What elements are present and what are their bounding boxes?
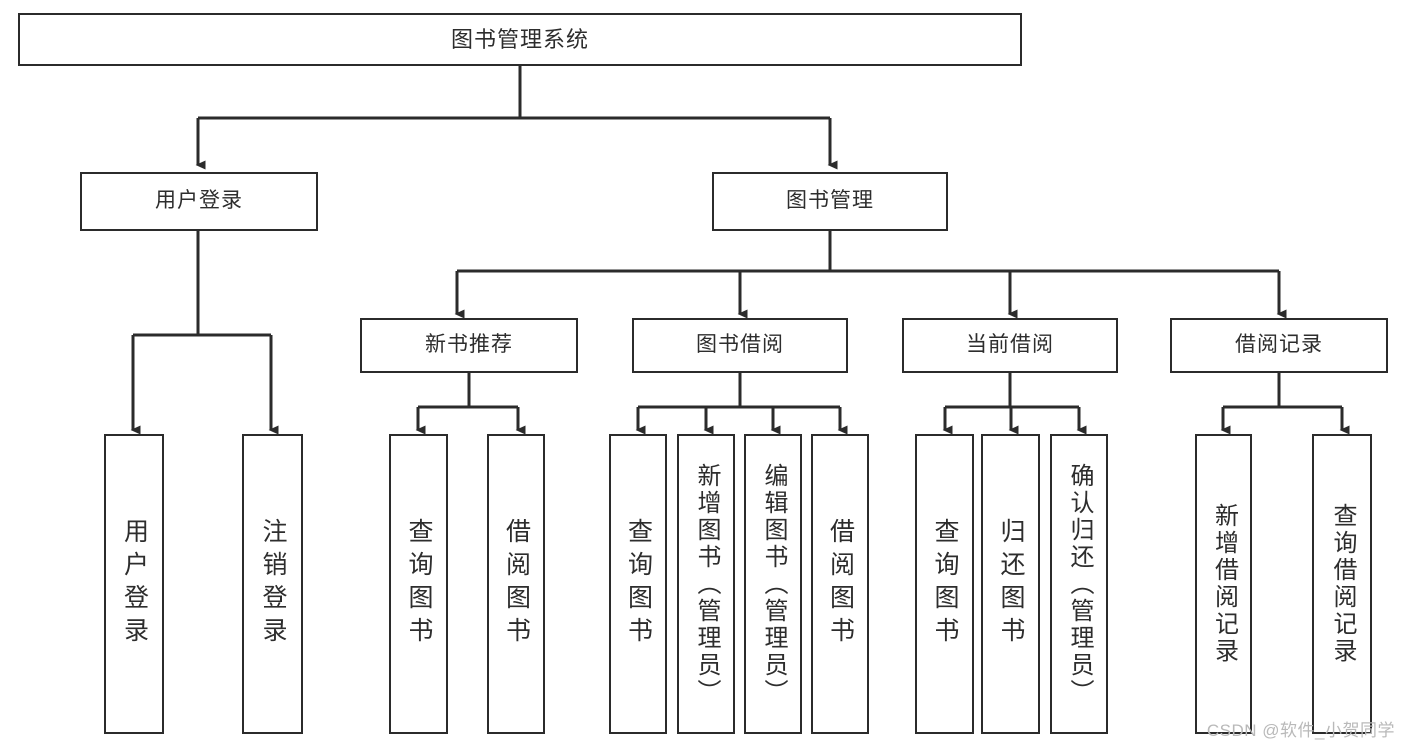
leaf-user-logout-label: 注销登录 (259, 518, 287, 650)
leaf-query-record[interactable]: 查询借阅记录 (1312, 434, 1372, 734)
node-book-borrow[interactable]: 图书借阅 (632, 318, 848, 373)
leaf-return-book[interactable]: 归还图书 (981, 434, 1040, 734)
leaf-user-logout[interactable]: 注销登录 (242, 434, 303, 734)
node-root-label: 图书管理系统 (450, 26, 589, 52)
node-user-login[interactable]: 用户登录 (80, 172, 318, 231)
leaf-borrow-book-2-label: 借阅图书 (826, 518, 855, 650)
node-new-book-rec[interactable]: 新书推荐 (360, 318, 578, 373)
leaf-edit-book-label: 编辑图书（管理员） (760, 462, 787, 706)
leaf-query-book-3-label: 查询图书 (931, 518, 959, 650)
leaf-return-book-label: 归还图书 (997, 518, 1025, 650)
leaf-query-book-1[interactable]: 查询图书 (389, 434, 448, 734)
leaf-borrow-book-2[interactable]: 借阅图书 (811, 434, 869, 734)
node-book-borrow-label: 图书借阅 (696, 333, 784, 357)
leaf-query-book-3[interactable]: 查询图书 (915, 434, 974, 734)
leaf-confirm-return-label: 确认归还（管理员） (1066, 462, 1093, 706)
node-user-login-label: 用户登录 (155, 189, 243, 213)
leaf-query-book-2-label: 查询图书 (624, 518, 653, 650)
leaf-add-record[interactable]: 新增借阅记录 (1195, 434, 1252, 734)
leaf-user-login[interactable]: 用户登录 (104, 434, 164, 734)
node-borrow-record-label: 借阅记录 (1235, 333, 1323, 357)
leaf-confirm-return[interactable]: 确认归还（管理员） (1050, 434, 1108, 734)
node-current-borrow[interactable]: 当前借阅 (902, 318, 1118, 373)
leaf-query-book-2[interactable]: 查询图书 (609, 434, 667, 734)
csdn-watermark: CSDN @软件_小贺同学 (1206, 721, 1395, 740)
leaf-add-book[interactable]: 新增图书（管理员） (677, 434, 735, 734)
node-borrow-record[interactable]: 借阅记录 (1170, 318, 1388, 373)
node-book-manage[interactable]: 图书管理 (712, 172, 948, 231)
leaf-query-book-1-label: 查询图书 (405, 518, 433, 650)
node-book-manage-label: 图书管理 (786, 189, 874, 213)
leaf-user-login-label: 用户登录 (120, 518, 149, 650)
leaf-borrow-book-1-label: 借阅图书 (502, 518, 531, 650)
node-current-borrow-label: 当前借阅 (966, 333, 1054, 357)
leaf-add-record-label: 新增借阅记录 (1210, 503, 1238, 665)
leaf-add-book-label: 新增图书（管理员） (693, 462, 720, 706)
node-new-book-rec-label: 新书推荐 (425, 333, 513, 357)
leaf-query-record-label: 查询借阅记录 (1329, 503, 1356, 665)
leaf-borrow-book-1[interactable]: 借阅图书 (487, 434, 545, 734)
leaf-edit-book[interactable]: 编辑图书（管理员） (744, 434, 802, 734)
node-root[interactable]: 图书管理系统 (18, 13, 1022, 66)
